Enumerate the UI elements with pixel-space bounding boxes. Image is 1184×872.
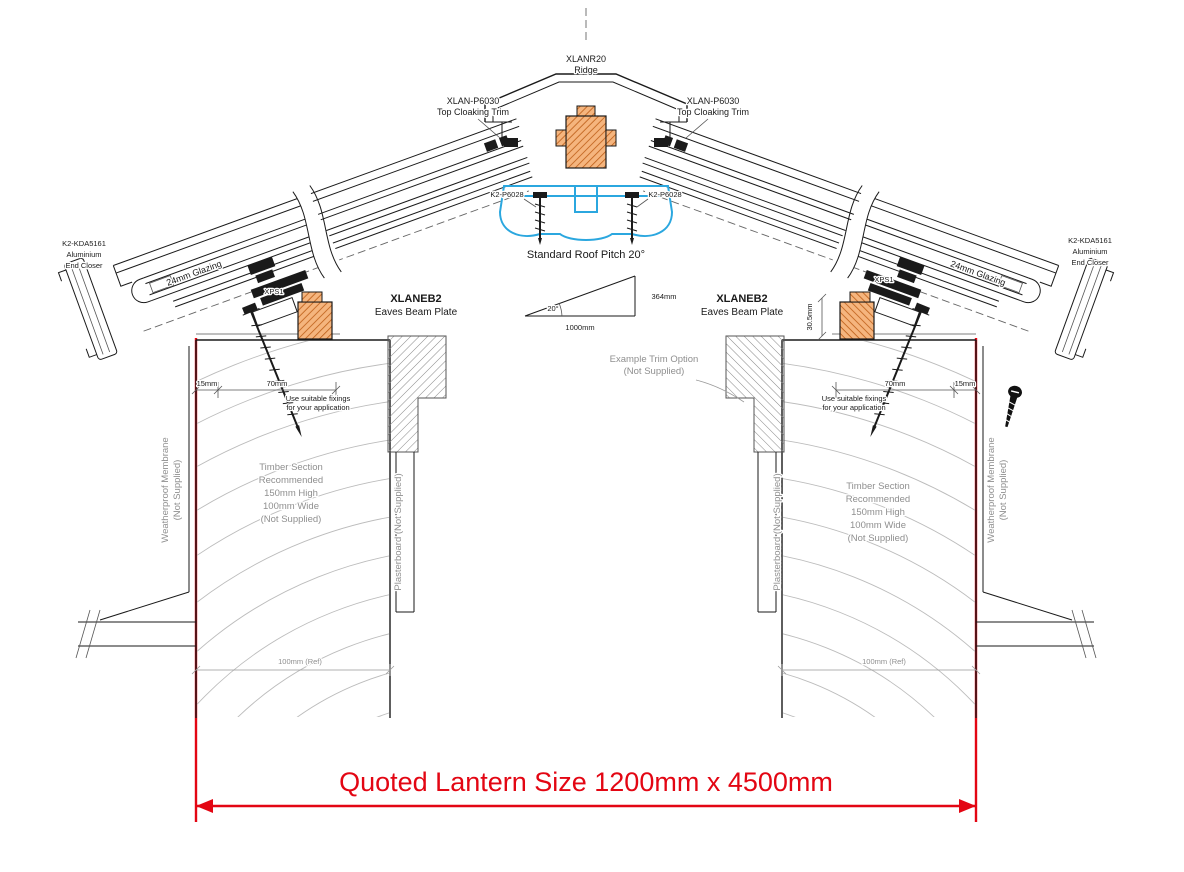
eaves-beam-right-name: Eaves Beam Plate — [701, 307, 784, 318]
timber-note-right-5: (Not Supplied) — [848, 533, 909, 544]
trim-option-label-1: Example Trim Option — [610, 354, 699, 365]
eaves-beam-tab — [301, 291, 323, 303]
fixings-note-right-1: Use suitable fixings — [822, 394, 887, 403]
ridge-gasket — [483, 139, 499, 152]
dim-15-right: 15mm — [955, 379, 976, 388]
eaves-clamp — [250, 269, 309, 306]
glazing-end-cap — [131, 277, 152, 304]
ridge-gasket — [654, 138, 668, 147]
eaves-beam-profile — [297, 301, 333, 340]
membrane-left-1: Weatherproof Membrane — [160, 437, 171, 542]
dimension-arrow-right — [959, 799, 976, 813]
timber-note-right-4: 100mm Wide — [850, 520, 906, 531]
xps-right-label: XPS1 — [874, 275, 893, 284]
plasterboard-left-label: Plasterboard (Not Supplied) — [393, 473, 404, 590]
timber-note-left-1: Timber Section — [259, 462, 323, 473]
left-glazed-panel — [57, 118, 533, 360]
ridge-cap-outer — [484, 73, 688, 122]
timber-note-left-5: (Not Supplied) — [261, 514, 322, 525]
pitch-title: Standard Roof Pitch 20° — [527, 249, 645, 261]
membrane-right-2: (Not Supplied) — [998, 460, 1009, 521]
ref-100-right: 100mm (Ref) — [862, 657, 906, 666]
ridge-profile-wing — [605, 129, 617, 147]
break-mask — [292, 185, 342, 279]
eaves-beam-left-code: XLANEB2 — [390, 293, 441, 305]
dimension-arrow-left — [196, 799, 213, 813]
quoted-size-title: Quoted Lantern Size 1200mm x 4500mm — [339, 767, 833, 797]
ridge-body-blue — [498, 185, 674, 241]
timber-note-right-3: 150mm High — [851, 507, 905, 518]
dim-70-right: 70mm — [885, 379, 906, 388]
ridge-name-label: Ridge — [574, 65, 598, 75]
timber-note-left-2: Recommended — [259, 475, 323, 486]
end-closer-left-l2: Aluminium — [66, 250, 101, 259]
glazing-bar-left-label: K2-P6028 — [490, 190, 523, 199]
end-closer-profile — [64, 257, 118, 360]
timber-fixing-screw — [242, 302, 302, 437]
loose-screw-icon — [1004, 385, 1022, 428]
ridge-assembly — [484, 73, 688, 246]
trim-option-leader — [695, 379, 745, 403]
eaves-gasket — [255, 269, 275, 284]
ridge-code-label: XLANR20 — [566, 54, 606, 64]
plasterboard-right-label: Plasterboard (Not Supplied) — [772, 473, 783, 590]
top-cloaking-right-name: Top Cloaking Trim — [677, 107, 749, 117]
membrane-left-2: (Not Supplied) — [172, 460, 183, 521]
pitch-angle-label: 20° — [547, 304, 558, 313]
ridge-profile-wing — [555, 129, 567, 147]
break-line — [309, 185, 342, 273]
xps-left-label: XPS1 — [264, 287, 283, 296]
dim-15-left: 15mm — [197, 379, 218, 388]
xps-packer — [251, 297, 298, 327]
pitch-rise-label: 364mm — [651, 292, 676, 301]
ridge-profile — [565, 115, 607, 169]
timber-note-left-4: 100mm Wide — [263, 501, 319, 512]
dim-30-5-label: 30.5mm — [805, 303, 814, 330]
end-closer-right-l2: Aluminium — [1072, 247, 1107, 256]
timber-note-right-2: Recommended — [846, 494, 910, 505]
dim-30-5 — [817, 293, 827, 341]
ref-100-left: 100mm (Ref) — [278, 657, 322, 666]
end-closer-right-l3: End Closer — [1071, 258, 1109, 267]
end-closer-right-code: K2-KDA5161 — [1068, 236, 1112, 245]
break-line — [292, 191, 325, 279]
kerb-width-dimension — [191, 664, 395, 676]
fixings-note-left-2: for your application — [286, 403, 349, 412]
internal-trim-cap — [387, 335, 447, 453]
quoted-size-dimension — [196, 799, 976, 813]
pitch-run-label: 1000mm — [565, 323, 594, 332]
eaves-beam-left-name: Eaves Beam Plate — [375, 307, 458, 318]
timber-note-right-1: Timber Section — [846, 481, 910, 492]
ridge-gasket — [504, 138, 518, 147]
kerb-top-dimension — [191, 382, 341, 398]
fixings-note-right-2: for your application — [822, 403, 885, 412]
glazing-spacer — [149, 275, 175, 294]
fixings-note-left-1: Use suitable fixings — [286, 394, 351, 403]
left-kerb-assembly — [75, 269, 447, 822]
membrane-right-1: Weatherproof Membrane — [986, 437, 997, 542]
dim-70-left: 70mm — [267, 379, 288, 388]
glazing-bar-right-label: K2-P6028 — [648, 190, 681, 199]
end-closer-left-code: K2-KDA5161 — [62, 239, 106, 248]
ridge-cap-inner — [492, 81, 680, 122]
top-cloaking-right-code: XLAN-P6030 — [687, 96, 740, 106]
eaves-gasket — [247, 256, 276, 276]
end-closer-left-l3: End Closer — [65, 261, 103, 270]
top-cloaking-left-name: Top Cloaking Trim — [437, 107, 509, 117]
timber-note-left-3: 150mm High — [264, 488, 318, 499]
trim-option-label-2: (Not Supplied) — [624, 366, 685, 377]
eaves-beam-right-code: XLANEB2 — [716, 293, 767, 305]
pitch-triangle — [524, 275, 636, 317]
top-cloaking-left-code: XLAN-P6030 — [447, 96, 500, 106]
